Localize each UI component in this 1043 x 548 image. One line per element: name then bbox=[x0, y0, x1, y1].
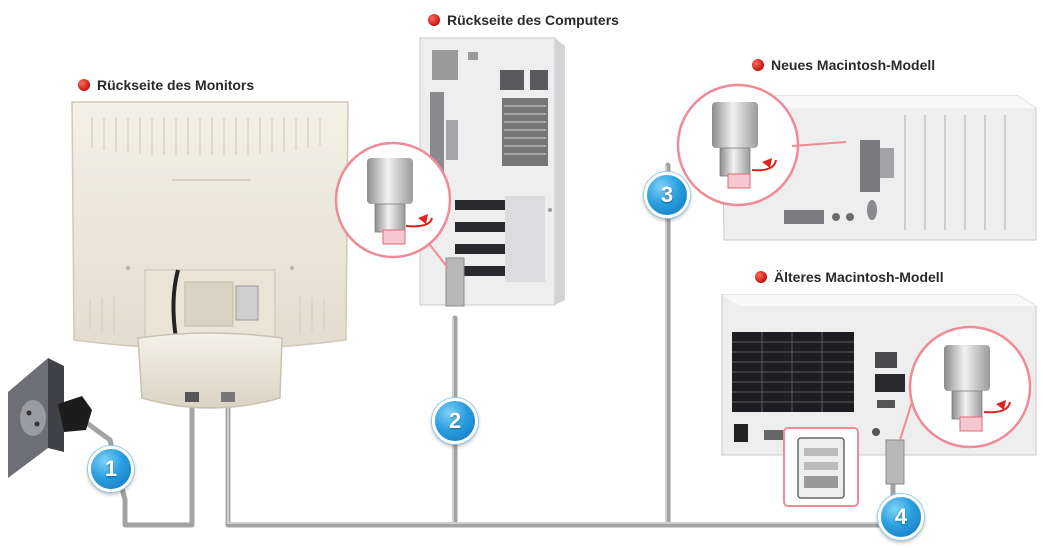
power-cable bbox=[77, 395, 195, 528]
computer-tower bbox=[419, 37, 565, 307]
adapter-inset bbox=[783, 427, 859, 507]
label-monitor-back: Rückseite des Monitors bbox=[78, 77, 254, 93]
step-badge-1: 1 bbox=[88, 446, 134, 492]
label-new-mac: Neues Macintosh-Modell bbox=[752, 57, 935, 73]
step-badge-3: 3 bbox=[644, 172, 690, 218]
callout-computer bbox=[334, 141, 452, 269]
bullet-dot-icon bbox=[752, 59, 764, 71]
wall-outlet bbox=[8, 358, 92, 478]
callout-old-mac bbox=[899, 325, 1032, 449]
label-computer-back: Rückseite des Computers bbox=[428, 12, 619, 28]
step-badge-2: 2 bbox=[432, 398, 478, 444]
step-badge-4: 4 bbox=[878, 494, 924, 540]
bullet-dot-icon bbox=[755, 271, 767, 283]
label-computer-back-text: Rückseite des Computers bbox=[447, 12, 619, 28]
monitor-back bbox=[71, 101, 349, 409]
callout-new-mac bbox=[676, 83, 847, 207]
label-monitor-back-text: Rückseite des Monitors bbox=[97, 77, 255, 93]
new-macintosh bbox=[721, 95, 1037, 241]
label-old-mac: Älteres Macintosh-Modell bbox=[755, 269, 944, 285]
label-old-mac-text: Älteres Macintosh-Modell bbox=[774, 269, 944, 285]
bullet-dot-icon bbox=[428, 14, 440, 26]
label-new-mac-text: Neues Macintosh-Modell bbox=[771, 57, 936, 73]
bullet-dot-icon bbox=[78, 79, 90, 91]
